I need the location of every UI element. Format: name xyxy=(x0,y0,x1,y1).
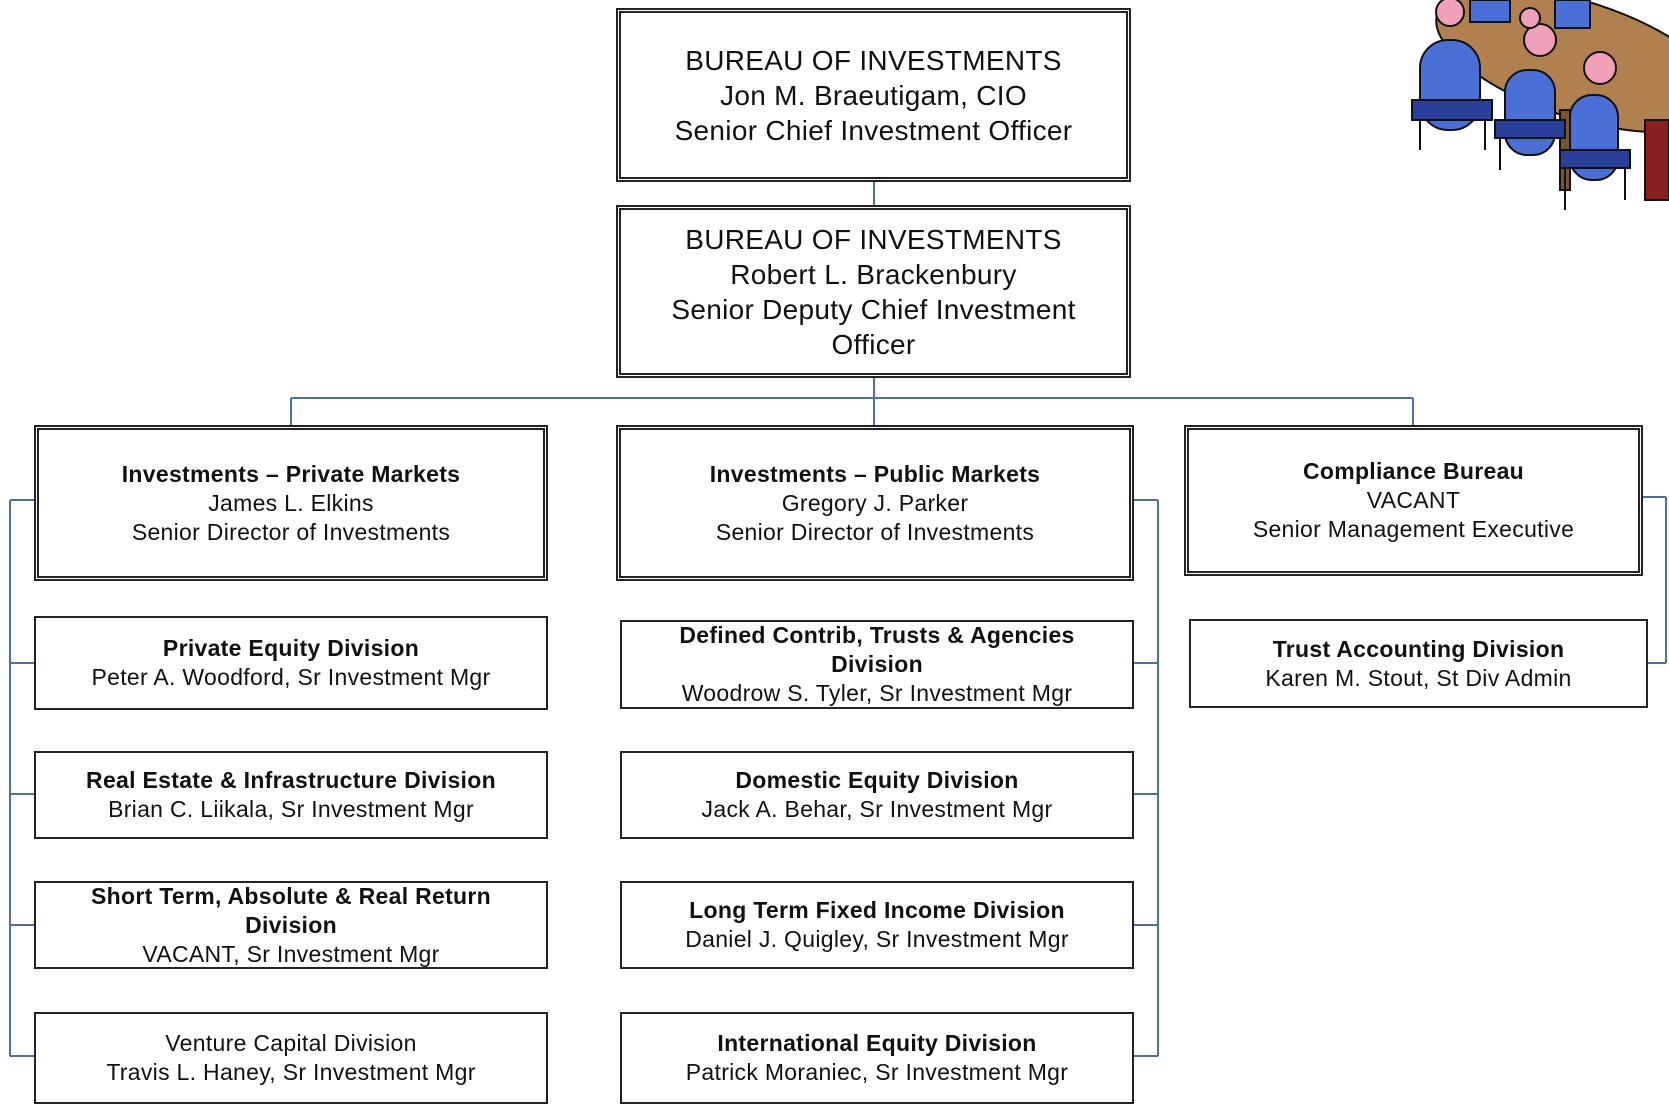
division-person: Patrick Moraniec, Sr Investment Mgr xyxy=(685,1059,1069,1085)
division-person: Woodrow S. Tyler, Sr Investment Mgr xyxy=(681,680,1073,706)
division-title: International Equity Division xyxy=(717,1030,1037,1056)
private-markets-head-box: Investments – Private Markets James L. E… xyxy=(34,425,548,581)
division-box-long-term-fixed: Long Term Fixed Income Division Daniel J… xyxy=(620,881,1134,969)
division-title: Defined Contrib, Trusts & Agencies xyxy=(679,622,1075,648)
public-markets-role: Senior Director of Investments xyxy=(715,518,1035,545)
division-box-private-equity: Private Equity Division Peter A. Woodfor… xyxy=(34,616,548,710)
deputy-name: Robert L. Brackenbury xyxy=(730,258,1017,290)
deputy-title: BUREAU OF INVESTMENTS xyxy=(685,223,1062,255)
public-markets-head-box: Investments – Public Markets Gregory J. … xyxy=(616,425,1134,581)
division-person: Peter A. Woodford, Sr Investment Mgr xyxy=(91,664,491,690)
private-markets-role: Senior Director of Investments xyxy=(131,518,451,545)
division-box-real-estate: Real Estate & Infrastructure Division Br… xyxy=(34,751,548,839)
division-title-line2: Division xyxy=(831,651,923,677)
division-title: Real Estate & Infrastructure Division xyxy=(86,767,496,793)
cio-box: BUREAU OF INVESTMENTS Jon M. Braeutigam,… xyxy=(616,8,1131,182)
division-box-venture-capital: Venture Capital Division Travis L. Haney… xyxy=(34,1012,548,1104)
division-box-domestic-equity: Domestic Equity Division Jack A. Behar, … xyxy=(620,751,1134,839)
division-person: Jack A. Behar, Sr Investment Mgr xyxy=(701,796,1053,822)
division-title: Private Equity Division xyxy=(162,635,420,661)
division-person: Brian C. Liikala, Sr Investment Mgr xyxy=(108,796,474,822)
division-title-line2: Division xyxy=(245,911,337,938)
division-box-international-equity: International Equity Division Patrick Mo… xyxy=(620,1012,1134,1104)
public-markets-title: Investments – Public Markets xyxy=(709,460,1041,487)
division-person: Travis L. Haney, Sr Investment Mgr xyxy=(106,1059,476,1085)
division-person: VACANT, Sr Investment Mgr xyxy=(142,940,440,967)
compliance-head-box: Compliance Bureau VACANT Senior Manageme… xyxy=(1184,425,1643,576)
division-box-trust-accounting: Trust Accounting Division Karen M. Stout… xyxy=(1189,619,1648,708)
compliance-name: VACANT xyxy=(1366,487,1461,513)
division-title: Long Term Fixed Income Division xyxy=(689,897,1065,923)
division-title: Short Term, Absolute & Real Return xyxy=(91,882,491,909)
division-title: Trust Accounting Division xyxy=(1272,635,1565,662)
compliance-title: Compliance Bureau xyxy=(1302,458,1525,484)
meeting-table-icon xyxy=(1411,0,1669,210)
deputy-role: Senior Deputy Chief Investment xyxy=(671,293,1076,325)
private-markets-title: Investments – Private Markets xyxy=(121,460,461,487)
division-title: Domestic Equity Division xyxy=(735,767,1019,793)
compliance-role: Senior Management Executive xyxy=(1252,516,1575,542)
deputy-cio-box: BUREAU OF INVESTMENTS Robert L. Brackenb… xyxy=(616,205,1131,378)
private-markets-name: James L. Elkins xyxy=(208,489,374,516)
public-markets-name: Gregory J. Parker xyxy=(781,489,969,516)
division-title: Venture Capital Division xyxy=(165,1030,417,1056)
division-person: Daniel J. Quigley, Sr Investment Mgr xyxy=(685,926,1069,952)
cio-title: BUREAU OF INVESTMENTS xyxy=(685,44,1062,76)
division-box-defined-contrib: Defined Contrib, Trusts & Agencies Divis… xyxy=(620,620,1134,709)
deputy-role-line2: Officer xyxy=(831,328,916,360)
cio-name: Jon M. Braeutigam, CIO xyxy=(720,79,1027,111)
division-box-short-term: Short Term, Absolute & Real Return Divis… xyxy=(34,881,548,969)
division-person: Karen M. Stout, St Div Admin xyxy=(1265,664,1572,691)
cio-role: Senior Chief Investment Officer xyxy=(674,114,1073,146)
